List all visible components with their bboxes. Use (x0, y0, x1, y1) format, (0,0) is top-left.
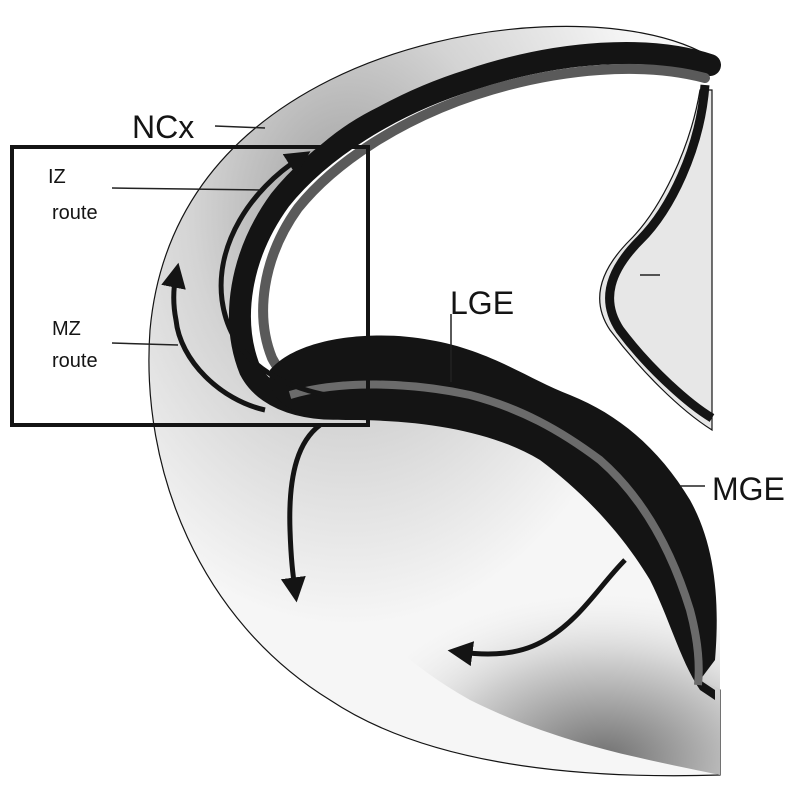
iz-route-label-line1: IZ (48, 166, 66, 188)
ncx-label: NCx (132, 109, 194, 145)
mz-route-label-line1: MZ (52, 318, 81, 340)
lge-label: LGE (450, 285, 514, 321)
mz-route-label-line2: route (52, 350, 98, 372)
mge-label: MGE (712, 471, 785, 507)
iz-route-label-line2: route (52, 202, 98, 224)
